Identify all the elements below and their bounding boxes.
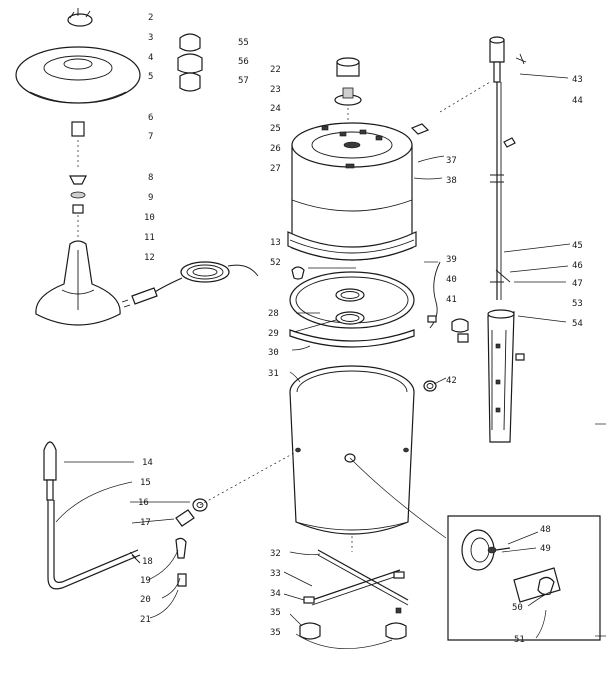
callout-26: 26 xyxy=(270,144,281,154)
agitator-cap xyxy=(67,8,93,27)
callout-49: 49 xyxy=(540,544,551,554)
callout-57: 57 xyxy=(238,76,249,86)
callout-15: 15 xyxy=(140,478,151,488)
callout-44: 44 xyxy=(572,96,583,106)
callout-48: 48 xyxy=(540,525,551,535)
callout-11: 11 xyxy=(144,233,155,243)
grommet-42 xyxy=(423,380,437,392)
callout-35a: 35 xyxy=(270,608,281,618)
callout-28: 28 xyxy=(268,309,279,319)
tub-cover-ring xyxy=(289,271,415,348)
clip-parts xyxy=(177,33,203,92)
callout-25: 25 xyxy=(270,124,281,134)
callout-40: 40 xyxy=(446,275,457,285)
basket-nut-parts xyxy=(334,57,362,122)
drain-channel xyxy=(487,309,525,443)
callout-54: 54 xyxy=(572,319,583,329)
pressure-parts xyxy=(427,261,469,343)
callout-50: 50 xyxy=(512,603,523,613)
callout-56: 56 xyxy=(238,57,249,67)
callout-42: 42 xyxy=(446,376,457,386)
callout-5: 5 xyxy=(148,72,153,82)
callout-22: 22 xyxy=(270,65,281,75)
callout-37: 37 xyxy=(446,156,457,166)
callout-20: 20 xyxy=(140,595,151,605)
callout-33: 33 xyxy=(270,569,281,579)
callout-45: 45 xyxy=(572,241,583,251)
fill-hose-assembly xyxy=(43,441,208,590)
callout-32: 32 xyxy=(270,549,281,559)
callout-41: 41 xyxy=(446,295,457,305)
callout-4: 4 xyxy=(148,53,153,63)
callout-53: 53 xyxy=(572,299,583,309)
clip-52 xyxy=(291,266,305,280)
timer-inset xyxy=(447,515,601,641)
agitator-assembly xyxy=(15,8,141,326)
callout-12: 12 xyxy=(144,253,155,263)
agitator-shaft-parts xyxy=(69,121,87,238)
callout-24: 24 xyxy=(270,104,281,114)
callout-2: 2 xyxy=(148,13,153,23)
callout-6: 6 xyxy=(148,113,153,123)
callout-34: 34 xyxy=(270,589,281,599)
callout-47: 47 xyxy=(572,279,583,289)
callout-51: 51 xyxy=(514,635,525,645)
callout-10: 10 xyxy=(144,213,155,223)
callout-43: 43 xyxy=(572,75,583,85)
agitator-top-dome xyxy=(15,46,141,104)
base-frame-assembly xyxy=(299,549,409,640)
callout-29: 29 xyxy=(268,329,279,339)
callout-38: 38 xyxy=(446,176,457,186)
callout-23: 23 xyxy=(270,85,281,95)
inner-spin-basket xyxy=(287,122,430,261)
agitator-base xyxy=(35,240,121,326)
edge-ticks xyxy=(595,423,606,637)
basket-fasteners xyxy=(321,125,383,169)
leader-lines xyxy=(55,73,571,650)
callout-7: 7 xyxy=(148,132,153,142)
callout-21: 21 xyxy=(140,615,151,625)
callout-labels: 2 3 4 5 6 7 8 9 10 11 12 55 56 57 22 23 … xyxy=(138,13,583,645)
callout-8: 8 xyxy=(148,173,153,183)
power-cord xyxy=(121,261,259,308)
outer-tub xyxy=(289,365,415,552)
callout-13: 13 xyxy=(270,238,281,248)
callout-39: 39 xyxy=(446,255,457,265)
callout-27: 27 xyxy=(270,164,281,174)
callout-18: 18 xyxy=(142,557,153,567)
drive-shaft-assembly xyxy=(489,36,527,300)
callout-14: 14 xyxy=(142,458,153,468)
callout-46: 46 xyxy=(572,261,583,271)
callout-52: 52 xyxy=(270,258,281,268)
callout-9: 9 xyxy=(148,193,153,203)
callout-17: 17 xyxy=(140,518,151,528)
callout-16: 16 xyxy=(138,498,149,508)
callout-31: 31 xyxy=(268,369,279,379)
callout-19: 19 xyxy=(140,576,151,586)
callout-30: 30 xyxy=(268,348,279,358)
callout-35b: 35 xyxy=(270,628,281,638)
callout-3: 3 xyxy=(148,33,153,43)
callout-55: 55 xyxy=(238,38,249,48)
